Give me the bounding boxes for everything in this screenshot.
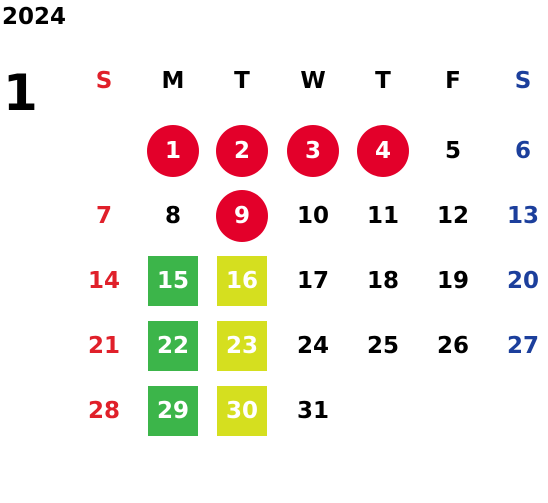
day-cell: 13 <box>506 203 539 229</box>
day-cell-highlighted-circle: 2 <box>216 125 268 177</box>
day-cell: 8 <box>164 203 181 229</box>
day-cell: 26 <box>436 333 469 359</box>
weekday-label: T <box>375 68 391 94</box>
day-cell: 19 <box>436 268 469 294</box>
day-cell: 12 <box>436 203 469 229</box>
day-cell: 7 <box>95 203 112 229</box>
calendar-month: 1 <box>3 64 38 122</box>
day-cell: 27 <box>506 333 539 359</box>
day-cell: 25 <box>366 333 399 359</box>
weekday-label: S <box>95 68 113 94</box>
day-cell-highlighted-yellow: 23 <box>217 321 267 371</box>
day-cell-highlighted-green: 22 <box>148 321 198 371</box>
weekday-label: F <box>445 68 461 94</box>
day-cell-highlighted-yellow: 30 <box>217 386 267 436</box>
day-cell-highlighted-green: 15 <box>148 256 198 306</box>
calendar-year: 2024 <box>2 4 67 30</box>
day-cell: 5 <box>444 138 461 164</box>
day-cell-highlighted-yellow: 16 <box>217 256 267 306</box>
weekday-label: M <box>161 68 185 94</box>
day-cell-highlighted-circle: 4 <box>357 125 409 177</box>
day-cell-highlighted-circle: 1 <box>147 125 199 177</box>
day-cell: 14 <box>87 268 120 294</box>
day-cell-highlighted-green: 29 <box>148 386 198 436</box>
day-cell: 17 <box>296 268 329 294</box>
day-cell-highlighted-circle: 3 <box>287 125 339 177</box>
day-cell: 6 <box>514 138 531 164</box>
day-cell: 18 <box>366 268 399 294</box>
weekday-label: T <box>234 68 250 94</box>
weekday-label: W <box>300 68 326 94</box>
day-cell: 11 <box>366 203 399 229</box>
day-cell: 10 <box>296 203 329 229</box>
day-cell: 20 <box>506 268 539 294</box>
day-cell-highlighted-circle: 9 <box>216 190 268 242</box>
day-cell: 31 <box>296 398 329 424</box>
day-cell: 21 <box>87 333 120 359</box>
day-cell: 24 <box>296 333 329 359</box>
weekday-label: S <box>514 68 532 94</box>
day-cell: 28 <box>87 398 120 424</box>
